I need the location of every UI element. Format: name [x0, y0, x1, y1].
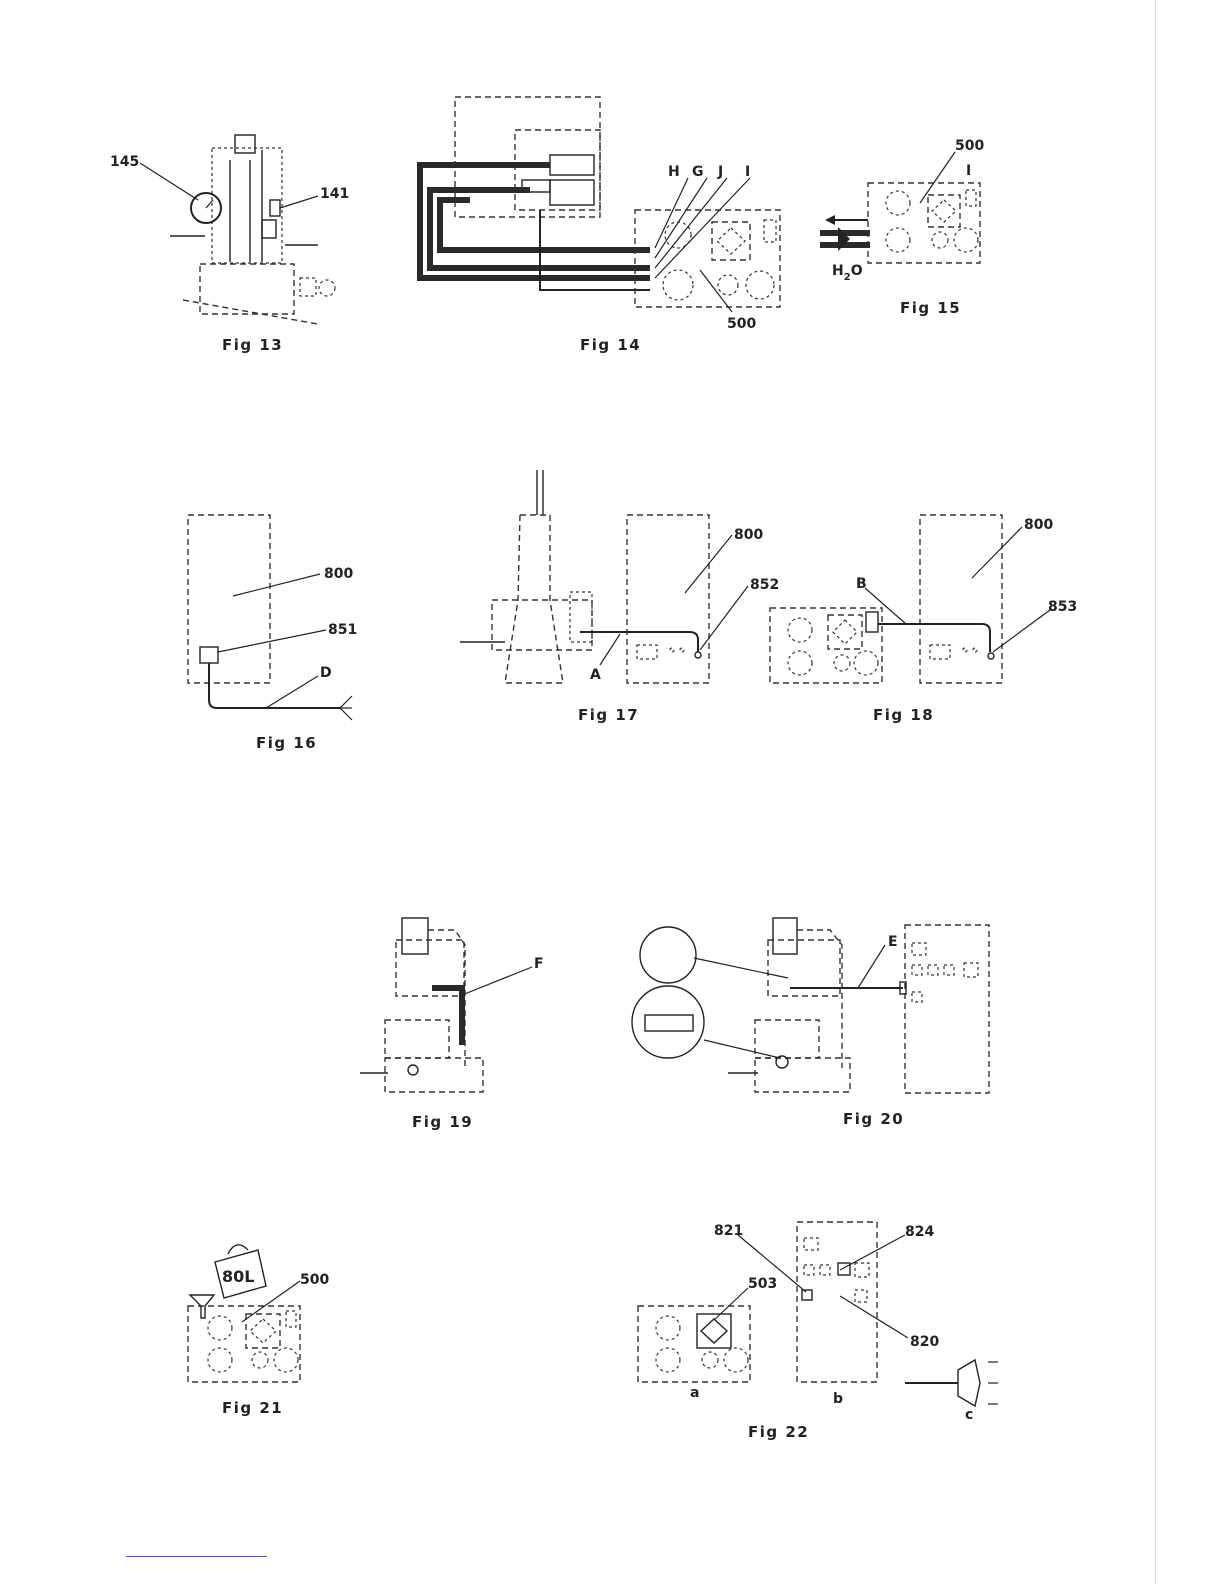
- fig18-label-800: 800: [1024, 517, 1053, 533]
- fig14-label-g: G: [692, 164, 704, 180]
- fig14-label-i: I: [745, 164, 750, 180]
- fig22-sub-a: a: [690, 1385, 699, 1401]
- fig22-label-503: 503: [748, 1276, 777, 1292]
- fig18-label-b: B: [856, 576, 867, 592]
- fig22-diagram: 821 824 503 820 a b c Fig 22: [638, 1222, 998, 1441]
- fig22-sub-c: c: [965, 1407, 973, 1423]
- fig17-diagram: 800 852 A Fig 17: [460, 470, 779, 724]
- fig13-label-145: 145: [110, 154, 139, 170]
- fig16-caption: Fig 16: [256, 734, 317, 752]
- fig21-can-label: 80L: [222, 1267, 254, 1286]
- fig14-caption: Fig 14: [580, 336, 641, 354]
- fig17-label-a: A: [590, 667, 601, 683]
- fig22-caption: Fig 22: [748, 1423, 809, 1441]
- fig22-sub-b: b: [833, 1391, 843, 1407]
- fig17-caption: Fig 17: [578, 706, 639, 724]
- fig16-label-d: D: [320, 665, 332, 681]
- fig20-label-e: E: [888, 934, 898, 950]
- fig16-label-851: 851: [328, 622, 357, 638]
- fig18-diagram: B 800 853 Fig 18: [770, 515, 1077, 724]
- fig17-label-852: 852: [750, 577, 779, 593]
- scan-edge-line: [1155, 0, 1156, 1584]
- fig15-label-i: I: [966, 163, 971, 179]
- fig15-label-500: 500: [955, 138, 984, 154]
- fig22-label-821: 821: [714, 1223, 743, 1239]
- fig14-label-j: J: [717, 164, 723, 180]
- fig16-diagram: 800 851 D Fig 16: [188, 515, 357, 752]
- fig21-label-500: 500: [300, 1272, 329, 1288]
- fig18-caption: Fig 18: [873, 706, 934, 724]
- fig22-label-820: 820: [910, 1334, 939, 1350]
- fig18-label-853: 853: [1048, 599, 1077, 615]
- fig16-label-800: 800: [324, 566, 353, 582]
- fig19-caption: Fig 19: [412, 1113, 473, 1131]
- fig20-diagram: E Fig 20: [632, 918, 989, 1128]
- fig13-label-141: 141: [320, 186, 349, 202]
- fig22-label-824: 824: [905, 1224, 934, 1240]
- fig15-label-h2o: H2O: [832, 263, 863, 283]
- fig17-label-800: 800: [734, 527, 763, 543]
- footer-link-underline: [126, 1556, 267, 1557]
- fig21-caption: Fig 21: [222, 1399, 283, 1417]
- fig15-diagram: 500 I H2O Fig 15: [820, 138, 984, 317]
- fig21-diagram: 80L 500 Fig 21: [188, 1245, 329, 1417]
- fig15-caption: Fig 15: [900, 299, 961, 317]
- fig19-diagram: F Fig 19: [360, 918, 544, 1131]
- plug-icon: [958, 1360, 998, 1406]
- fig13-caption: Fig 13: [222, 336, 283, 354]
- fig14-label-500: 500: [727, 316, 756, 332]
- fig20-caption: Fig 20: [843, 1110, 904, 1128]
- fig19-label-f: F: [534, 956, 544, 972]
- fig13-diagram: 145 141 Fig 13: [110, 135, 349, 354]
- fig14-label-h: H: [668, 164, 680, 180]
- fig14-diagram: H G J I 500 Fig 14: [420, 97, 780, 354]
- oil-can-icon: 80L: [215, 1245, 266, 1298]
